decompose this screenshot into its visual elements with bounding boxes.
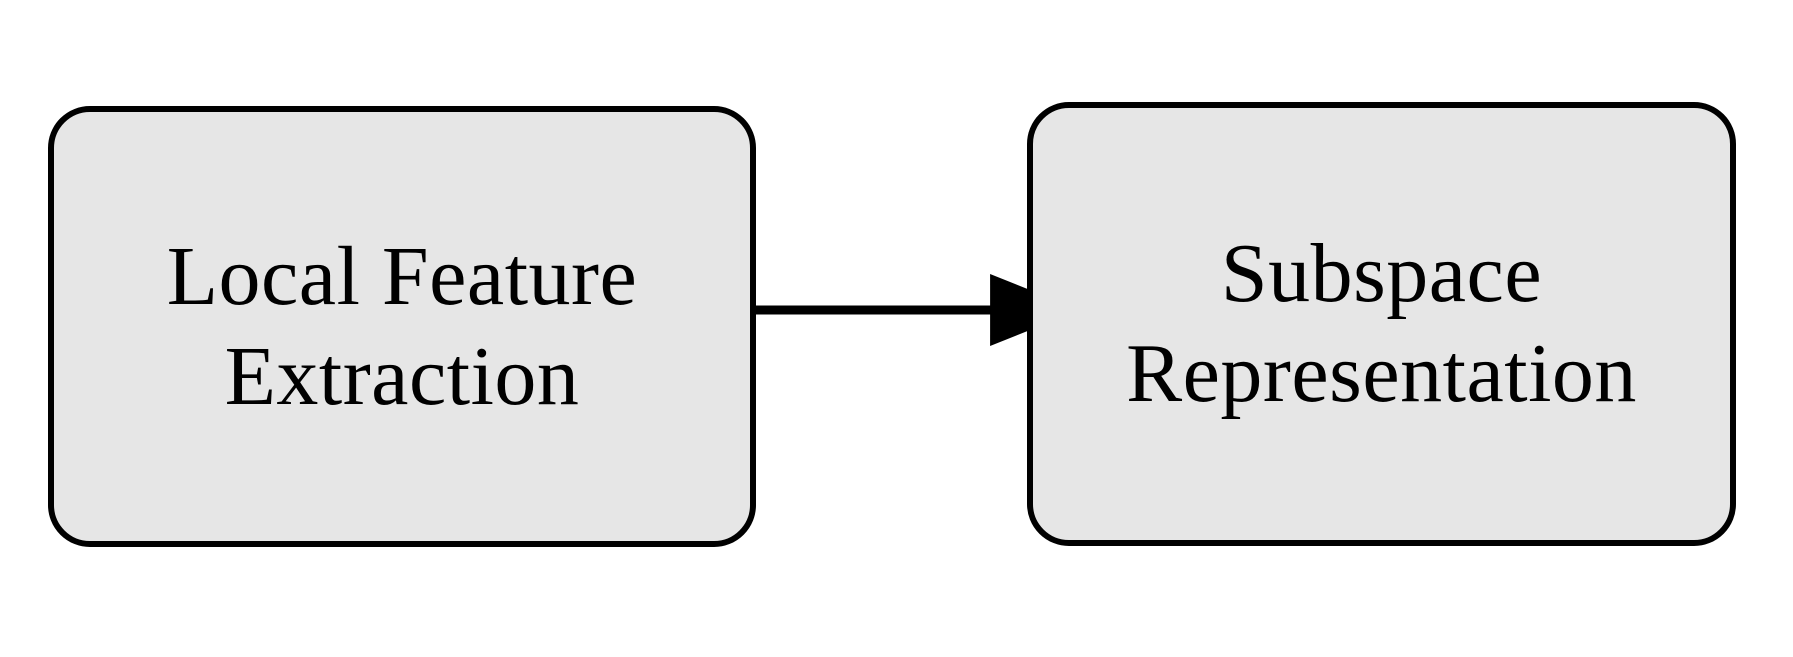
node-subspace-representation[interactable]: Subspace Representation <box>1027 102 1736 546</box>
node-label-line-2: Representation <box>1126 327 1637 420</box>
node-label-line-2: Extraction <box>224 329 580 423</box>
node-label-line-1: Local Feature <box>166 229 638 323</box>
node-local-feature-extraction[interactable]: Local Feature Extraction <box>48 106 756 547</box>
node-label-line-1: Subspace <box>1220 227 1543 320</box>
